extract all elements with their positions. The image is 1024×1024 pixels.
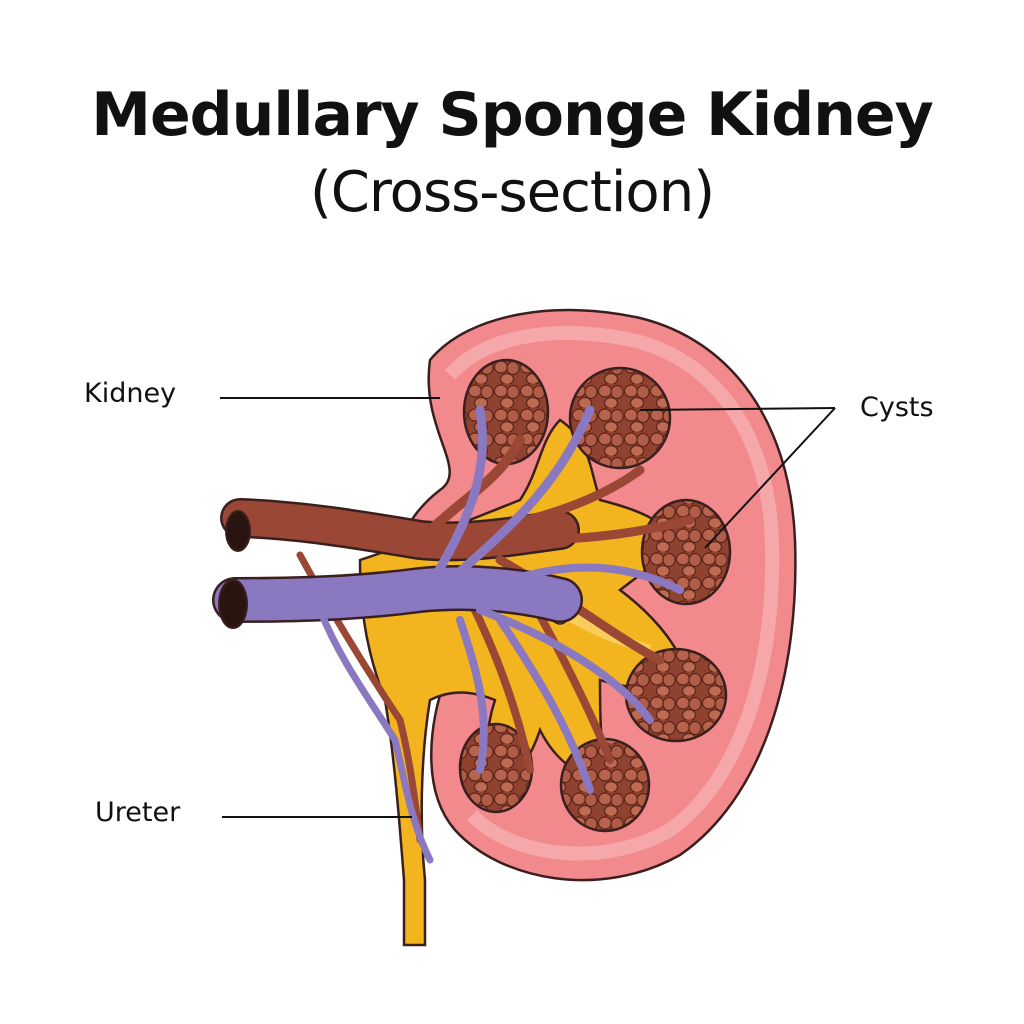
cyst [640,498,732,606]
cyst [624,647,728,743]
cyst [568,366,672,470]
renal-artery [220,435,695,844]
cysts-leader-line-1 [639,407,836,411]
ureter-label: Ureter [95,797,181,828]
cysts-label: Cysts [860,392,934,423]
cysts-leader-line-2 [704,407,836,549]
renal-vein [212,405,684,864]
diagram-title: Medullary Sponge Kidney [91,80,933,150]
kidney-label: Kidney [84,378,177,409]
diagram-subtitle: (Cross-section) [309,160,715,225]
